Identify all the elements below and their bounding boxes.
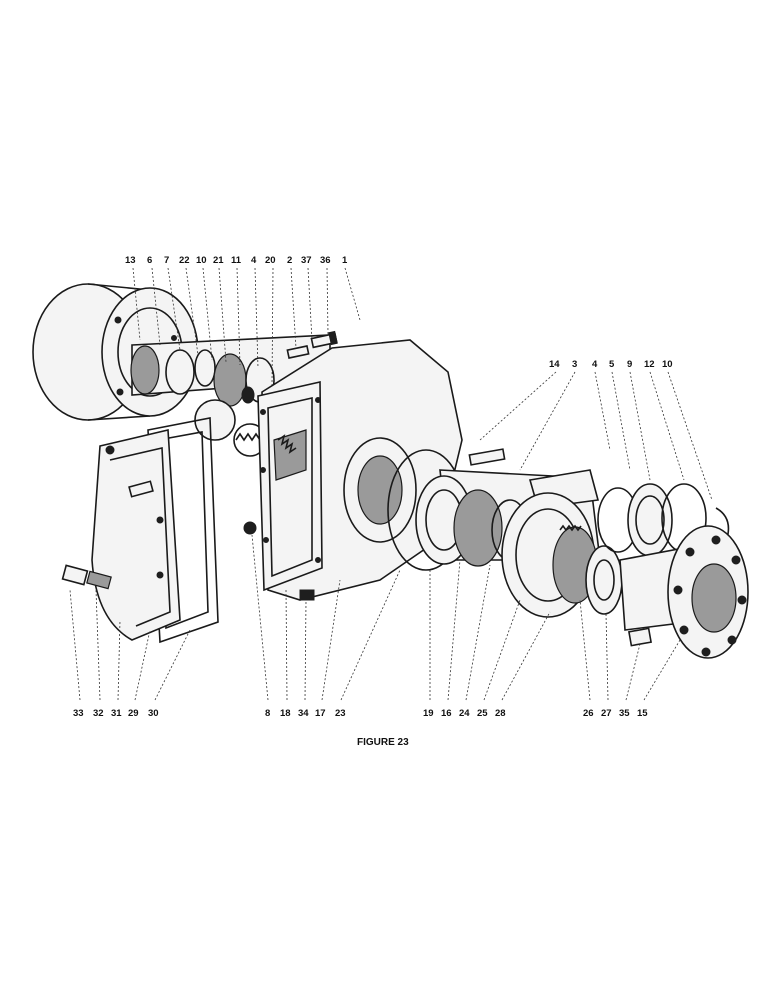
callout-33: 33 [73,708,84,719]
callout-5: 5 [609,359,615,370]
cover-plate [61,429,181,641]
callout-35: 35 [619,708,630,719]
callout-21: 21 [213,255,224,266]
callout-27: 27 [601,708,612,719]
bearing-races [597,483,730,557]
callout-13: 13 [125,255,136,266]
bearing-carrier [501,492,623,618]
callout-10b: 10 [662,359,673,370]
callout-16: 16 [441,708,452,719]
callout-37: 37 [301,255,312,266]
drain-plug [243,521,257,535]
callout-18: 18 [280,708,291,719]
gear-housing [257,339,463,601]
callout-4b: 4 [592,359,598,370]
axle-flange [619,525,749,659]
figure-caption: FIGURE 23 [357,737,409,748]
callout-6: 6 [147,255,152,266]
callout-28: 28 [495,708,506,719]
leader-lines [69,267,713,701]
callout-14: 14 [549,359,560,370]
callout-31: 31 [111,708,122,719]
top-right-callout-labels: 14 3 4 5 9 12 10 [549,359,673,370]
bolts-top [286,330,338,359]
callout-3: 3 [572,359,577,370]
callout-19: 19 [423,708,434,719]
callout-8: 8 [265,708,270,719]
callout-32: 32 [93,708,104,719]
top-callout-labels: 13 6 7 22 10 21 11 4 20 2 37 36 1 [125,255,348,266]
callout-2: 2 [287,255,292,266]
callout-25: 25 [477,708,488,719]
bottom-callout-labels: 33 32 31 29 30 8 18 34 17 23 19 16 24 25… [73,708,648,719]
callout-24: 24 [459,708,470,719]
callout-34: 34 [298,708,309,719]
callout-4: 4 [251,255,257,266]
callout-23: 23 [335,708,346,719]
callout-12: 12 [644,359,655,370]
callout-10: 10 [196,255,207,266]
callout-22: 22 [179,255,190,266]
callout-15: 15 [637,708,648,719]
callout-17: 17 [315,708,326,719]
callout-30: 30 [148,708,159,719]
input-shaft-assembly [130,334,331,457]
callout-1: 1 [342,255,348,266]
callout-9: 9 [627,359,632,370]
callout-7: 7 [164,255,169,266]
callout-26: 26 [583,708,594,719]
callout-11: 11 [231,255,242,266]
callout-29: 29 [128,708,139,719]
callout-20: 20 [265,255,276,266]
callout-36: 36 [320,255,331,266]
